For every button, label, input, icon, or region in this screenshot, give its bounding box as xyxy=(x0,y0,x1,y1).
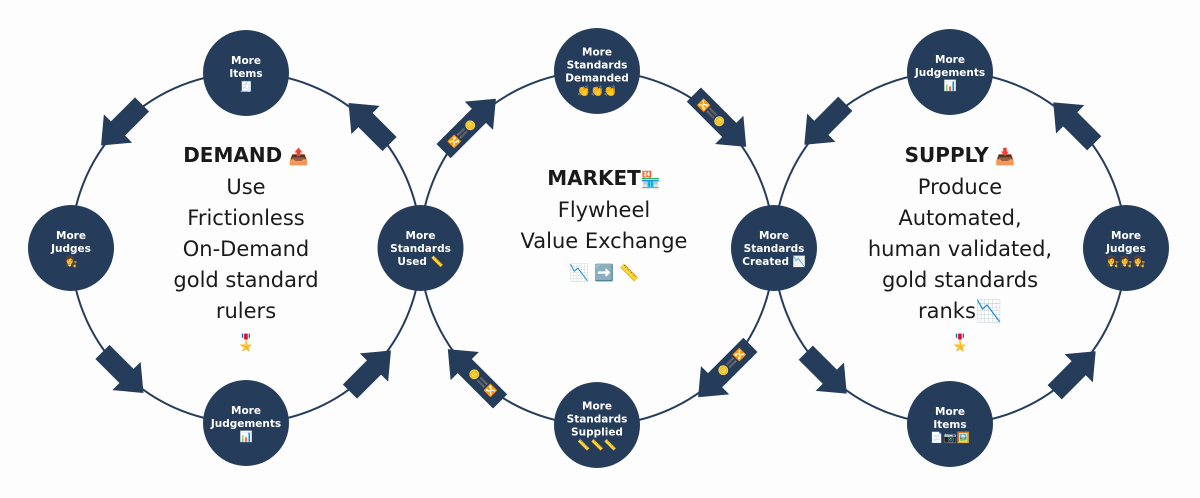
flow-arrow xyxy=(798,345,847,394)
node-label: Standards xyxy=(567,414,628,426)
supply-line: ranks📉 xyxy=(917,299,1003,323)
node-label: More xyxy=(406,230,436,242)
supply-line: human validated, xyxy=(867,237,1053,261)
node-label: More xyxy=(56,230,86,242)
flow-arrow: 🔀🟰🪙 xyxy=(686,87,747,147)
node-emoji-icon: 📄📷🖼️ xyxy=(930,431,969,444)
outbox-icon: 📤 xyxy=(288,147,309,166)
node-label: Standards xyxy=(390,243,451,255)
medal-icon: 🎖️ xyxy=(236,333,256,352)
supply-title: SUPPLY xyxy=(904,143,989,167)
market-line: Flywheel xyxy=(557,198,651,222)
flow-arrow xyxy=(804,96,853,145)
node-label: Judges xyxy=(50,243,91,255)
node-label: More xyxy=(1111,230,1141,242)
node-label: More xyxy=(582,401,612,413)
flow-arrow xyxy=(1047,351,1096,400)
node-label: More xyxy=(935,54,965,66)
supply-line: gold standards xyxy=(881,268,1039,292)
demand-line: Use xyxy=(226,175,266,199)
node-emoji-icon: 📊 xyxy=(239,430,252,443)
node-label: Supplied xyxy=(571,427,623,439)
supply-line: Automated, xyxy=(898,206,1022,230)
node-label: Standards xyxy=(744,243,805,255)
node-emoji-icon: 👩‍⚖️👩‍⚖️👩‍⚖️ xyxy=(1106,255,1145,268)
demand-center-text: DEMAND 📤 Use Frictionless On-Demand gold… xyxy=(96,140,396,358)
demand-line: rulers xyxy=(215,299,277,323)
flow-arrow: 🔀🟰🪙 xyxy=(698,337,758,398)
node-label: Judges xyxy=(1105,243,1146,255)
chart-arrow-ruler-icons: 📉 ➡️ 📏 xyxy=(569,263,639,282)
flow-arrow xyxy=(348,103,397,152)
flow-arrow: 🔀🟰🪙 xyxy=(436,98,496,159)
market-line: Value Exchange xyxy=(520,229,688,253)
node-label: Demanded xyxy=(565,73,629,85)
node-label: Items xyxy=(229,68,262,80)
node-label: Used 📏 xyxy=(397,255,443,268)
node-label: Standards xyxy=(567,60,628,72)
store-icon: 🏪 xyxy=(640,170,661,189)
market-center-text: MARKET🏪 Flywheel Value Exchange 📉 ➡️ 📏 xyxy=(454,163,754,288)
node-label: More xyxy=(935,406,965,418)
node-emoji-icon: 👏👏👏 xyxy=(577,85,616,98)
inbox-icon: 📥 xyxy=(995,147,1016,166)
node-label: Judgements xyxy=(914,67,985,79)
node-emoji-icon: 📊 xyxy=(943,79,956,92)
supply-center-text: SUPPLY 📥 Produce Automated, human valida… xyxy=(810,140,1110,358)
flow-arrow: 🔀🟰🪙 xyxy=(447,349,508,409)
demand-line: On-Demand xyxy=(182,237,310,261)
demand-line: Frictionless xyxy=(187,206,305,230)
node-label: More xyxy=(582,47,612,59)
flow-arrow xyxy=(342,350,391,399)
node-emoji-icon: 👩‍⚖️ xyxy=(64,255,77,268)
node-label: More xyxy=(231,55,261,67)
market-title: MARKET xyxy=(547,166,641,190)
node-emoji-icon: 📏📏📏 xyxy=(577,439,616,452)
supply-line: Produce xyxy=(917,175,1003,199)
flow-arrow xyxy=(101,97,150,146)
node-label: More xyxy=(231,405,261,417)
demand-title: DEMAND xyxy=(183,143,283,167)
node-label: More xyxy=(759,230,789,242)
flow-arrow xyxy=(1053,102,1102,151)
demand-line: gold standard xyxy=(173,268,319,292)
node-label: Judgements xyxy=(210,418,281,430)
medal-icon: 🎖️ xyxy=(950,333,970,352)
node-label: Created 📉 xyxy=(742,255,805,268)
flow-arrow xyxy=(95,344,144,393)
node-label: Items xyxy=(933,419,966,431)
node-emoji-icon: 🧾 xyxy=(239,80,252,93)
